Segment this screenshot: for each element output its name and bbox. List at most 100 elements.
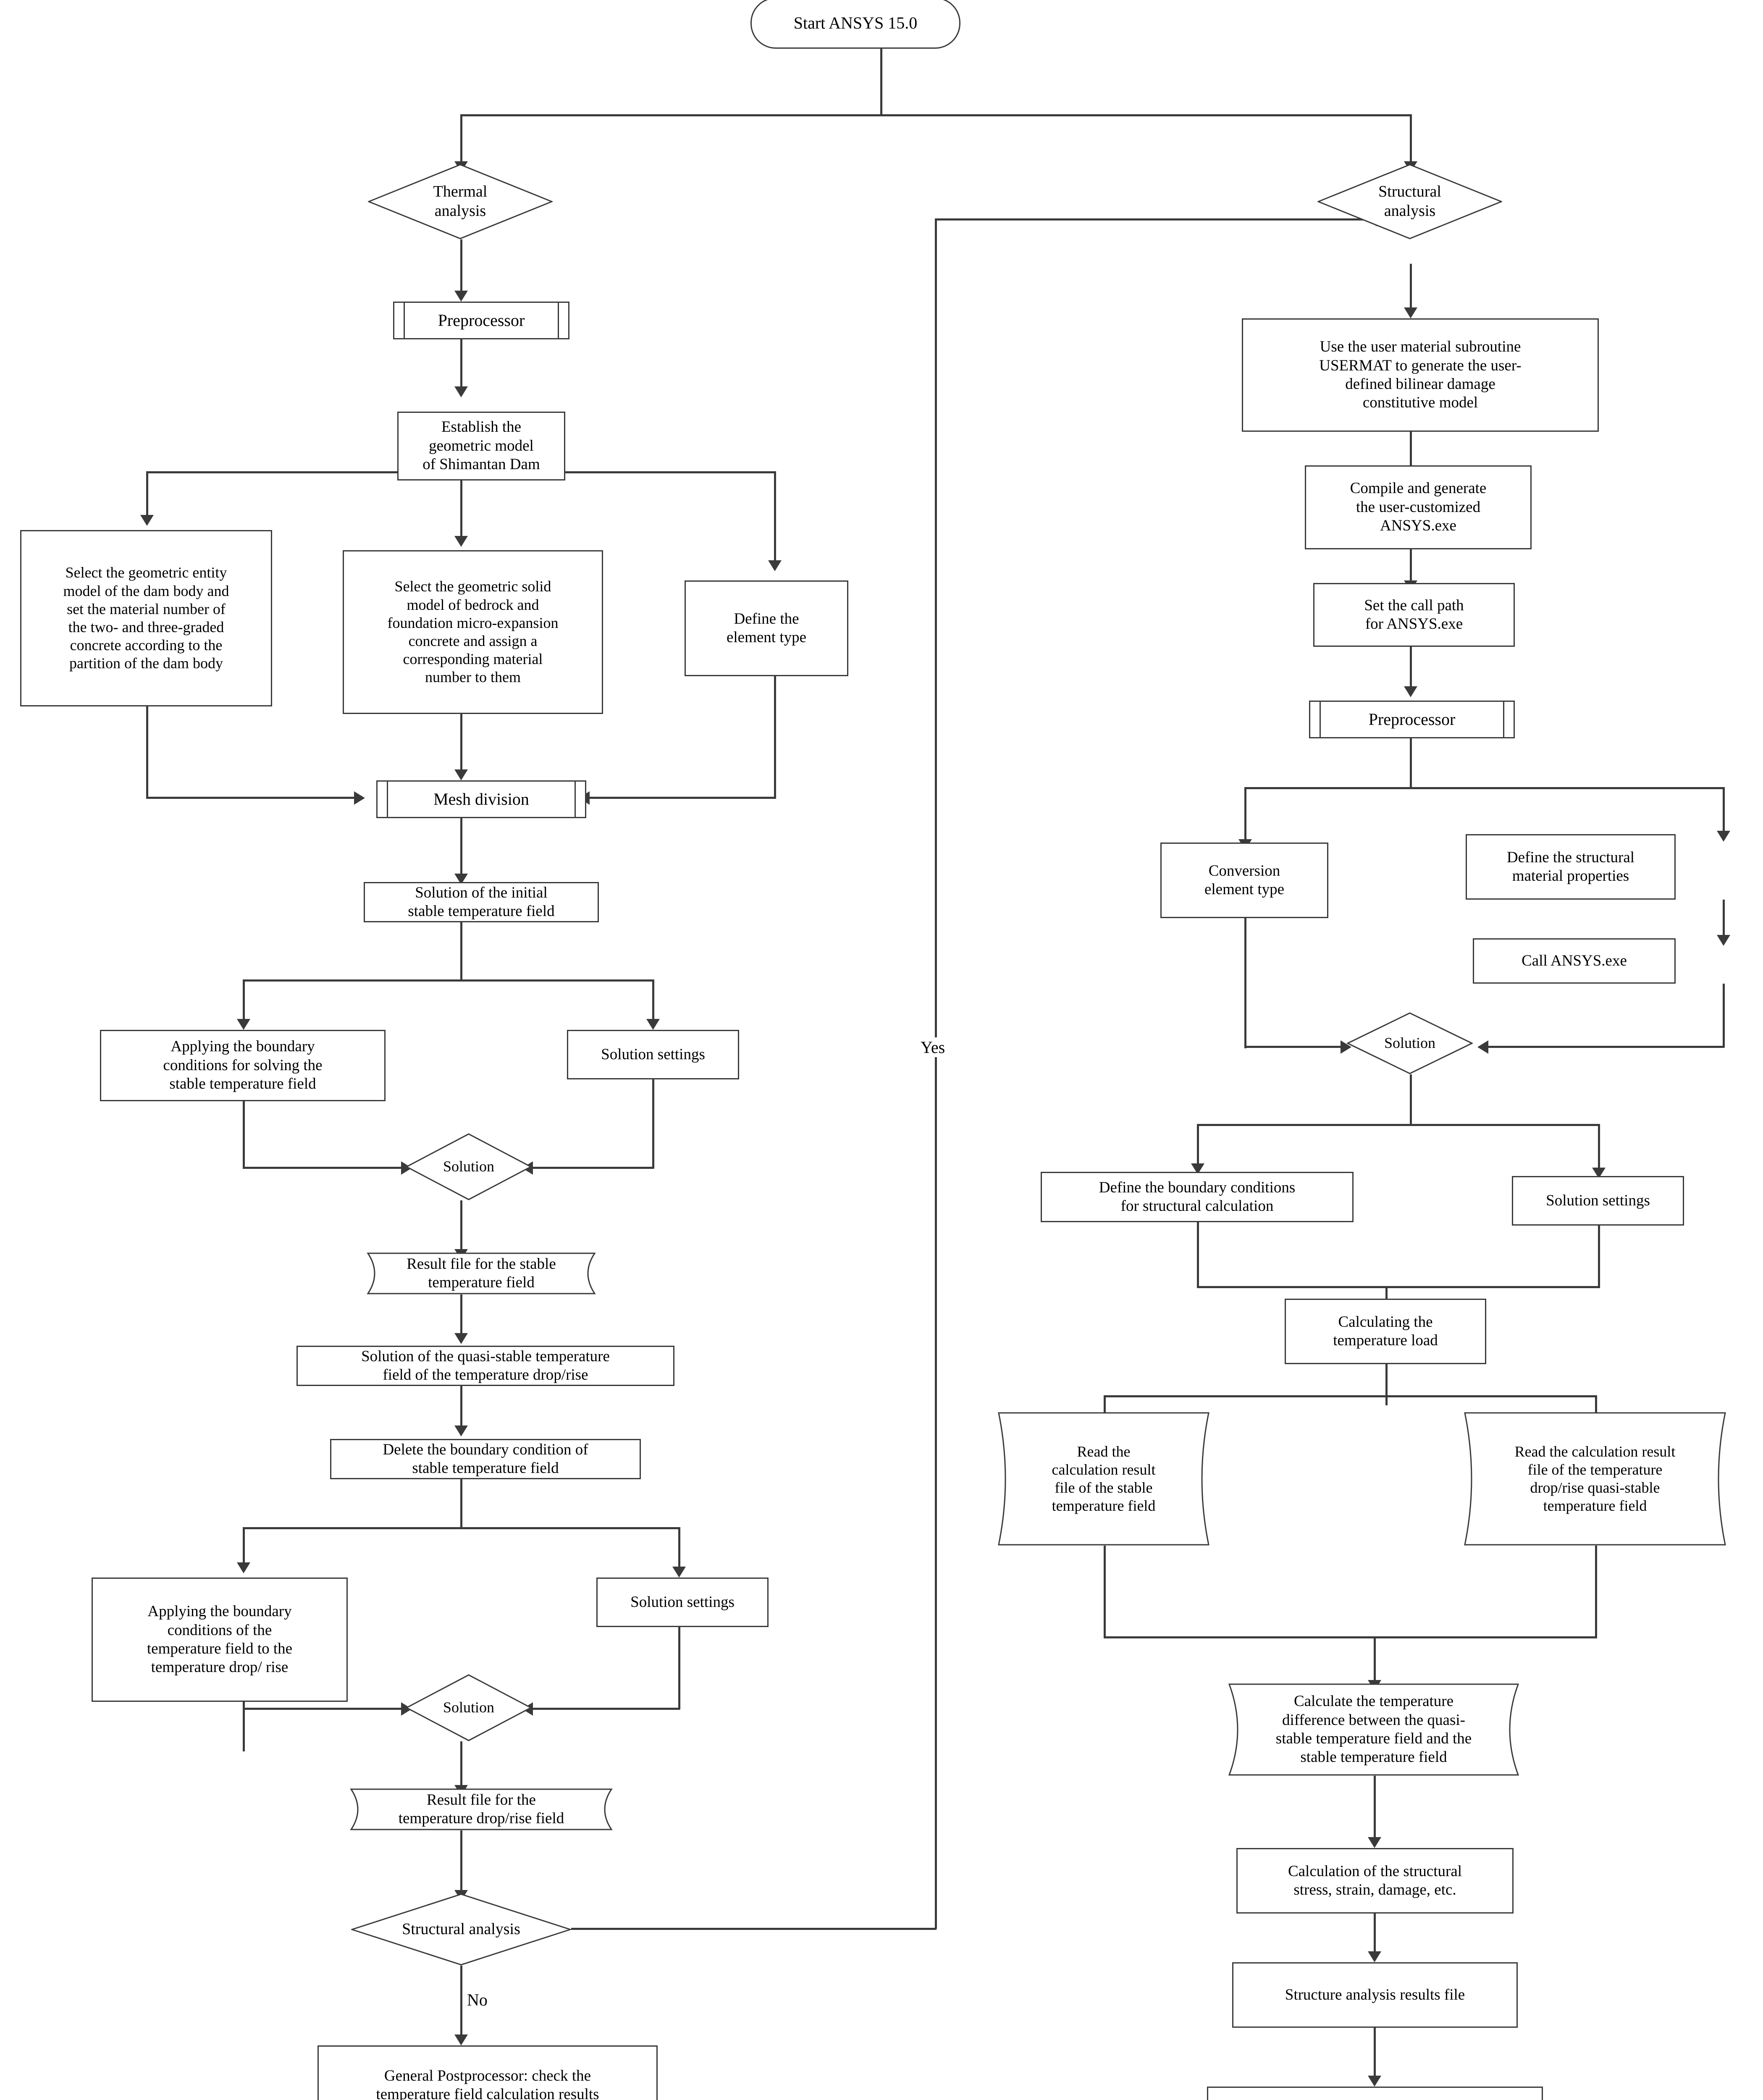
node-solution-settings-3-label: Solution settings [1546,1192,1650,1209]
cylinder-shape [998,1412,1209,1546]
connector-read1-down [1104,1546,1106,1638]
connector-strdec-no [460,1966,462,2037]
connector-readmerge-down [1374,1636,1376,1683]
node-result-file-stable[interactable]: Result file for the stable temperature f… [355,1252,607,1294]
node-mesh-division-label: Mesh division [433,790,529,808]
node-select-solid-model[interactable]: Select the geometric solid model of bedr… [343,550,603,714]
connector-bus-solset3 [1598,1124,1600,1170]
node-solution-settings-3[interactable]: Solution settings [1512,1176,1684,1226]
diamond-shape [406,1674,532,1741]
node-read-result-stable-label: Read the calculation result file of the … [1052,1443,1156,1515]
arrow-to-solset1 [646,1019,660,1030]
node-solution-decision-2-label: Solution [443,1699,495,1716]
node-start[interactable]: Start ANSYS 15.0 [750,0,960,49]
node-calculating-temperature-load-label: Calculating the temperature load [1333,1313,1438,1349]
node-solution-initial-stable-label: Solution of the initial stable temperatu… [408,884,555,920]
arrow-to-solid-model [454,536,468,547]
node-define-structural-material[interactable]: Define the structural material propertie… [1466,834,1676,900]
connector-defelem-down [774,676,776,799]
connector-result-quasi [460,1294,462,1336]
node-thermal-analysis-label: Thermal analysis [433,183,488,220]
node-structure-results-file[interactable]: Structure analysis results file [1232,1962,1518,2028]
arrow-result-quasi [454,1333,468,1344]
connector-structural-usermat [1410,264,1412,310]
connector-applybc2-down [243,1702,245,1751]
connector-calcstruct-down [1374,1890,1376,1954]
node-calculation-structural[interactable]: Calculation of the structural stress, st… [1236,1848,1514,1914]
node-solution-initial-stable[interactable]: Solution of the initial stable temperatu… [364,882,599,922]
node-solution-settings-1-label: Solution settings [601,1045,705,1063]
connector-establish-left-drop [146,471,148,517]
node-solution-decision-3[interactable]: Solution [1347,1012,1473,1074]
connector-yes-right [571,1928,937,1930]
node-solution-settings-1[interactable]: Solution settings [567,1030,739,1079]
node-usermat[interactable]: Use the user material subroutine USERMAT… [1242,318,1599,432]
connector-solset2-down [678,1627,680,1709]
node-read-result-stable[interactable]: Read the calculation result file of the … [986,1412,1221,1546]
arrow-thermal-preproc [454,291,468,302]
connector-conversion-right [1244,1046,1343,1048]
node-delete-bc-stable[interactable]: Delete the boundary condition of stable … [330,1439,641,1479]
diamond-shape [351,1893,571,1966]
node-call-ansys-exe-label: Call ANSYS.exe [1522,952,1627,969]
connector-solinit-bus [243,979,654,982]
node-structural-analysis-top[interactable]: Structural analysis [1317,164,1502,239]
cylinder-shape [367,1252,596,1294]
node-call-ansys-exe[interactable]: Call ANSYS.exe [1473,938,1676,984]
connector-entity-down [146,706,148,799]
node-set-call-path[interactable]: Set the call path for ANSYS.exe [1313,583,1515,647]
node-solution-decision-2[interactable]: Solution [406,1674,532,1741]
connector-sol3-bus [1197,1124,1600,1126]
node-solution-settings-2-label: Solution settings [630,1593,735,1611]
connector-solinit-down [460,922,462,981]
connector-setpath-preproc [1410,647,1412,689]
arrow-to-entity-model [140,515,154,526]
node-read-result-drop-rise[interactable]: Read the calculation result file of the … [1452,1412,1738,1546]
node-solution-quasi-stable[interactable]: Solution of the quasi-stable temperature… [296,1346,674,1386]
node-compile-generate[interactable]: Compile and generate the user-customized… [1305,465,1532,549]
connector-sol1-result [460,1200,462,1252]
node-read-result-drop-rise-label: Read the calculation result file of the … [1514,1443,1676,1515]
node-define-bc-structural[interactable]: Define the boundary conditions for struc… [1041,1172,1354,1222]
node-calculate-temperature-difference[interactable]: Calculate the temperature difference bet… [1214,1683,1533,1776]
diamond-shape [368,164,553,239]
node-define-element-type[interactable]: Define the element type [685,580,848,676]
node-solution-decision-1[interactable]: Solution [406,1133,532,1200]
connector-defbc-down [1197,1200,1199,1288]
connector-mesh-solinit [460,818,462,876]
connector-start-down [880,27,882,116]
diamond-shape [1347,1012,1473,1074]
connector-preprocR-down [1410,738,1412,789]
node-apply-bc-stable[interactable]: Applying the boundary conditions for sol… [100,1030,386,1101]
node-select-entity-model[interactable]: Select the geometric entity model of the… [20,530,272,706]
connector-bus-solset1 [652,979,654,1021]
node-solution-settings-2[interactable]: Solution settings [596,1578,769,1627]
arrow-to-define-element [768,560,782,571]
node-preprocessor-left[interactable]: Preprocessor [393,302,569,339]
node-general-postprocessor-right[interactable]: General PostProcessor: check the calcula… [1207,2087,1543,2100]
node-mesh-division[interactable]: Mesh division [376,780,586,818]
node-general-postprocessor-left[interactable]: General Postprocessor: check the tempera… [317,2045,658,2100]
connector-bus-defmat [1723,787,1725,833]
node-preprocessor-left-label: Preprocessor [438,311,525,330]
node-thermal-analysis[interactable]: Thermal analysis [368,164,553,239]
node-conversion-element-type[interactable]: Conversion element type [1160,843,1328,918]
arrow-resultsfile-postproc [1368,2076,1381,2087]
node-apply-bc-drop-rise-label: Applying the boundary conditions of the … [147,1603,293,1676]
node-apply-bc-drop-rise[interactable]: Applying the boundary conditions of the … [92,1578,348,1702]
connector-thermal-preproc [460,239,462,293]
node-result-file-drop-rise[interactable]: Result file for the temperature drop/ris… [338,1788,624,1830]
node-establish-model-label: Establish the geometric model of Shimant… [422,418,540,473]
connector-result2-strdec [460,1830,462,1893]
node-structural-analysis-decision[interactable]: Structural analysis [351,1893,571,1966]
connector-defmat-call [1723,900,1725,937]
node-calculating-temperature-load[interactable]: Calculating the temperature load [1285,1299,1486,1364]
node-calculate-temperature-difference-label: Calculate the temperature difference bet… [1275,1693,1472,1766]
node-result-file-stable-label: Result file for the stable temperature f… [407,1255,556,1291]
connector-calcload-down [1385,1364,1388,1405]
connector-applybc1-down [243,1101,245,1168]
node-preprocessor-right[interactable]: Preprocessor [1309,701,1515,738]
connector-solid-mesh [460,714,462,772]
connector-sol2-result2 [460,1741,462,1788]
node-establish-model[interactable]: Establish the geometric model of Shimant… [397,412,565,480]
